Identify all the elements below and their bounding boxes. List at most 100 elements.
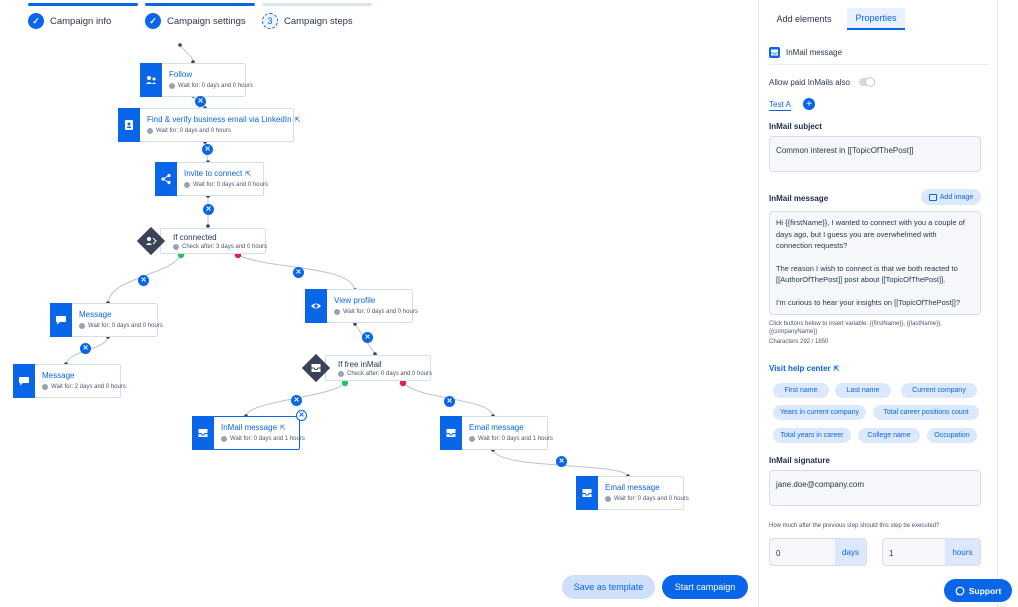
- chip-current-company[interactable]: Current company: [901, 383, 977, 398]
- clock-icon: [79, 323, 85, 329]
- node-find-verify-email[interactable]: Find & verify business email via LinkedI…: [118, 108, 300, 142]
- support-label: Support: [968, 585, 1002, 596]
- remove-step-icon[interactable]: ✕: [296, 410, 307, 421]
- add-step-button[interactable]: ✕: [556, 456, 567, 467]
- inbox-icon: [576, 476, 598, 510]
- chip-years-in-career[interactable]: Total years in career: [773, 428, 851, 443]
- node-title: Email message: [469, 423, 524, 432]
- chip-college-name[interactable]: College name: [858, 428, 920, 443]
- wait-text: Wait for: 0 days and 0 hours: [178, 83, 253, 89]
- variables-hint: Click buttons below to insert variable: …: [769, 321, 942, 335]
- stepper-progress-2: [145, 3, 255, 6]
- condition-if-connected[interactable]: If connected Check after: 3 days and 0 h…: [160, 228, 268, 254]
- wait-text: Wait for: 0 days and 0 hours: [88, 323, 163, 329]
- add-step-button[interactable]: ✕: [444, 396, 455, 407]
- message-label: InMail message: [769, 194, 829, 203]
- check-text: Check after: 3 days and 0 hours: [182, 244, 268, 250]
- add-step-button[interactable]: ✕: [195, 96, 206, 107]
- add-step-button[interactable]: ✕: [291, 395, 302, 406]
- chat-bubble-icon: [955, 586, 965, 595]
- condition-if-free-inmail[interactable]: If free inMail Check after: 0 days and 0…: [325, 355, 432, 381]
- image-icon: [928, 193, 937, 201]
- delay-question: How much after the previous step should …: [769, 523, 940, 529]
- node-title-text: Invite to connect: [184, 169, 243, 178]
- clock-icon: [469, 436, 475, 442]
- toggle-knob: [865, 77, 875, 87]
- external-link-icon[interactable]: ⇱: [245, 171, 252, 178]
- character-count: Characters 292 / 1850: [769, 339, 829, 345]
- share-icon: [155, 162, 177, 196]
- signature-input[interactable]: jane.doe@company.com: [769, 470, 981, 506]
- clock-icon: [42, 384, 48, 390]
- clock-icon: [147, 128, 153, 134]
- clock-icon: [221, 436, 227, 442]
- node-email-message[interactable]: Email message Wait for: 0 days and 1 hou…: [440, 416, 553, 450]
- node-email-message[interactable]: Email message Wait for: 0 days and 0 hou…: [576, 476, 689, 510]
- panel-header: InMail message: [786, 48, 843, 57]
- node-wait: Wait for: 0 days and 0 hours: [79, 323, 163, 329]
- allow-paid-label: Allow paid InMails also: [769, 78, 850, 87]
- save-as-template-button[interactable]: Save as template: [562, 575, 655, 599]
- tab-properties[interactable]: Properties: [847, 8, 905, 30]
- clock-icon: [169, 83, 175, 89]
- node-title: Follow: [169, 70, 193, 79]
- follow-icon: [140, 63, 162, 97]
- node-view-profile[interactable]: View profile Wait for: 0 days and 0 hour…: [305, 289, 418, 323]
- add-step-button[interactable]: ✕: [202, 144, 213, 155]
- node-message[interactable]: Message Wait for: 2 days and 0 hours: [13, 364, 126, 398]
- add-step-button[interactable]: ✕: [203, 204, 214, 215]
- subject-input[interactable]: Common interest in [[TopicOfThePost]]: [769, 136, 981, 172]
- inbox-icon: [769, 47, 780, 58]
- chip-last-name[interactable]: Last name: [835, 383, 891, 398]
- hours-suffix: hours: [945, 539, 980, 565]
- days-suffix: days: [835, 539, 866, 565]
- spacer: [776, 252, 974, 263]
- chip-years-in-company[interactable]: Years in current company: [773, 405, 866, 420]
- condition-check: Check after: 0 days and 0 hours: [338, 371, 432, 377]
- add-test-button[interactable]: +: [803, 98, 815, 110]
- node-wait: Wait for: 0 days and 0 hours: [334, 309, 418, 315]
- node-wait: Wait for: 0 days and 1 hours: [469, 436, 553, 442]
- external-link-icon[interactable]: ⇱: [294, 117, 301, 124]
- add-step-button[interactable]: ✕: [293, 267, 304, 278]
- node-title-text: InMail message: [221, 423, 278, 432]
- node-inmail-message[interactable]: InMail message⇱ Wait for: 0 days and 1 h…: [192, 416, 305, 450]
- add-step-button[interactable]: ✕: [138, 275, 149, 286]
- clock-icon: [173, 244, 179, 250]
- tab-test-a[interactable]: Test A: [769, 100, 791, 111]
- message-textarea[interactable]: Hi {{firstName}}, I wanted to connect wi…: [769, 211, 981, 315]
- support-button[interactable]: Support: [944, 579, 1012, 602]
- node-title: Invite to connect⇱: [184, 169, 251, 178]
- help-center-text: Visit help center: [769, 364, 831, 373]
- external-link-icon[interactable]: ⇱: [280, 425, 286, 432]
- workflow-canvas[interactable]: ✓ Campaign info ✓ Campaign settings 3 Ca…: [0, 0, 758, 607]
- step-campaign-steps[interactable]: 3 Campaign steps: [262, 13, 353, 29]
- node-title: Message: [42, 371, 75, 380]
- check-icon: ✓: [145, 13, 161, 29]
- add-image-button[interactable]: Add image: [921, 189, 981, 205]
- chip-first-name[interactable]: First name: [773, 383, 829, 398]
- start-campaign-button[interactable]: Start campaign: [662, 575, 748, 599]
- wait-text: Wait for: 0 days and 0 hours: [193, 182, 268, 188]
- message-paragraph: The reason I wish to connect is that we …: [776, 263, 958, 285]
- wait-text: Wait for: 0 days and 1 hours: [478, 436, 553, 442]
- node-title: View profile: [334, 296, 376, 305]
- tab-add-elements[interactable]: Add elements: [776, 14, 832, 24]
- clock-icon: [338, 371, 344, 377]
- step-campaign-settings[interactable]: ✓ Campaign settings: [145, 13, 246, 29]
- add-image-label: Add image: [939, 193, 974, 201]
- chip-career-positions[interactable]: Total career positions count: [873, 405, 979, 420]
- inbox-icon: [440, 416, 462, 450]
- node-invite-to-connect[interactable]: Invite to connect⇱ Wait for: 0 days and …: [155, 162, 268, 196]
- help-center-link[interactable]: Visit help center⇱: [769, 364, 840, 373]
- add-step-button[interactable]: ✕: [362, 332, 373, 343]
- chip-occupation[interactable]: Occupation: [927, 428, 977, 443]
- node-follow[interactable]: Follow Wait for: 0 days and 0 hours: [140, 63, 253, 97]
- node-message[interactable]: Message Wait for: 0 days and 0 hours: [50, 303, 163, 337]
- wait-text: Wait for: 2 days and 0 hours: [51, 384, 126, 390]
- wait-text: Wait for: 0 days and 0 hours: [614, 496, 689, 502]
- add-step-button[interactable]: ✕: [80, 343, 91, 354]
- allow-paid-toggle[interactable]: [859, 77, 875, 87]
- check-icon: ✓: [28, 13, 44, 29]
- step-campaign-info[interactable]: ✓ Campaign info: [28, 13, 111, 29]
